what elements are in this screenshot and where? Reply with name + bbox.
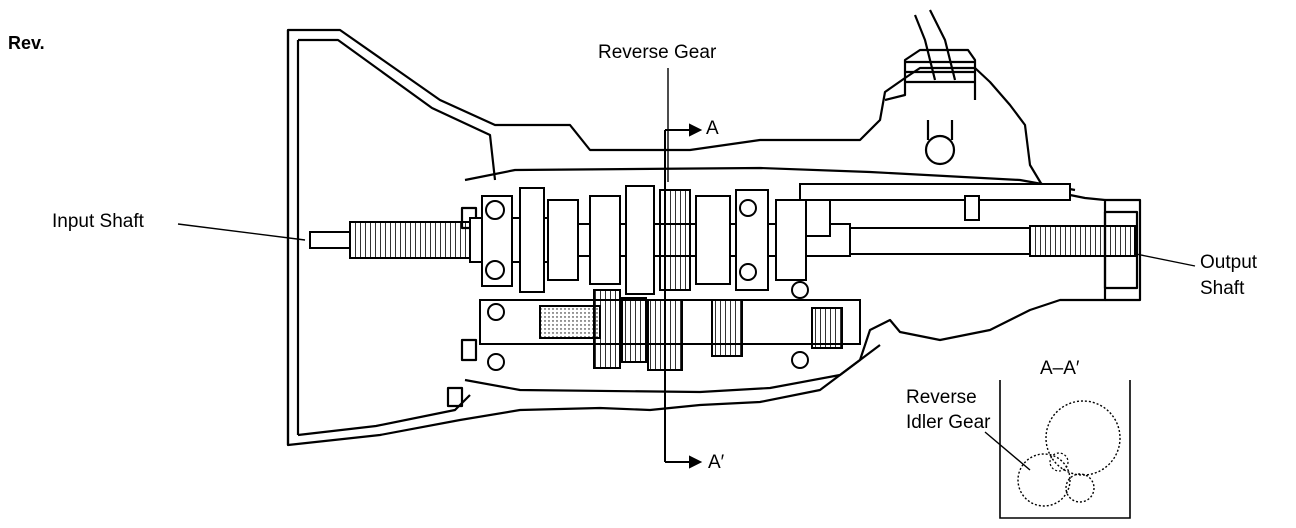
section-a-label: A xyxy=(706,118,719,139)
section-a-prime-label: A′ xyxy=(708,452,725,473)
countershaft-gear-circle xyxy=(1065,473,1095,503)
reverse-idler-gear-circle xyxy=(1017,453,1071,507)
section-view xyxy=(999,380,1131,519)
input-shaft-label: Input Shaft xyxy=(52,211,144,232)
reverse-idler-label-line2: Idler Gear xyxy=(906,412,991,433)
leader-lines xyxy=(177,68,1196,471)
output-shaft-label-line1: Output xyxy=(1200,252,1258,273)
mode-label: Rev. xyxy=(8,33,45,53)
reverse-gear-circle xyxy=(1045,400,1121,476)
output-shaft-label-line2: Shaft xyxy=(1200,278,1245,299)
bearings xyxy=(485,199,809,371)
section-line xyxy=(664,123,703,469)
input-shaft-body xyxy=(309,217,551,263)
reverse-idler-label-line1: Reverse xyxy=(906,387,977,408)
transmission-case xyxy=(286,9,1142,447)
counter-gears xyxy=(593,289,843,371)
section-view-label: A–A′ xyxy=(1040,358,1080,379)
shift-rail xyxy=(799,183,1071,221)
reverse-gear-label: Reverse Gear xyxy=(598,42,717,63)
